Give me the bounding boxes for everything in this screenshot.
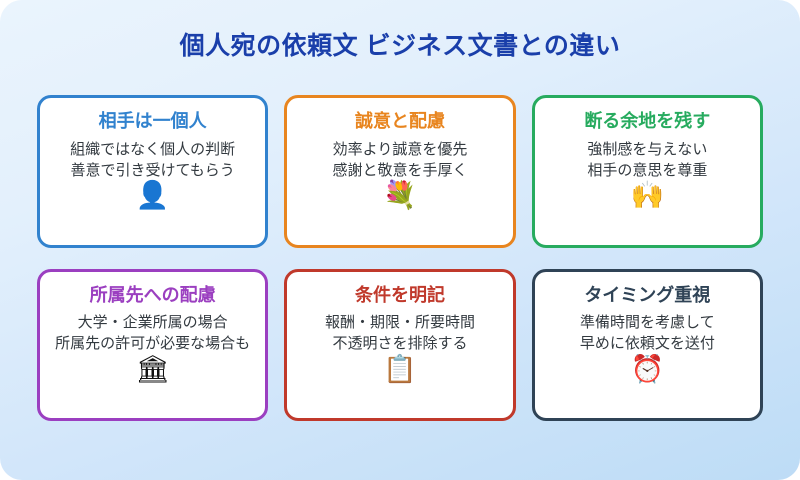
card-body-line-1: 大学・企業所属の場合 — [77, 314, 228, 332]
classical-building-icon: 🏛 — [135, 353, 170, 384]
card-body-line-2: 所属先の許可が必要な場合も — [55, 335, 251, 353]
card-body-line-2: 相手の意思を尊重 — [587, 161, 708, 179]
card-jouken-wo-meiki: 条件を明記 報酬・期限・所要時間 不透明さを排除する 📋 — [284, 268, 516, 421]
card-grid: 相手は一個人 組織ではなく個人の判断 善意で引き受けてもらう 👤 誠意と配慮 効… — [37, 95, 763, 421]
card-seii-to-hairyo: 誠意と配慮 効率より誠意を優先 感謝と敬意を手厚く 💐 — [284, 95, 516, 248]
card-body-line-2: 感謝と敬意を手厚く — [332, 161, 468, 179]
card-body-line-1: 報酬・期限・所要時間 — [324, 314, 475, 332]
card-body-line-2: 早めに依頼文を送付 — [579, 335, 715, 353]
card-shozokusaki-heno-hairyo: 所属先への配慮 大学・企業所属の場合 所属先の許可が必要な場合も 🏛 — [37, 268, 269, 421]
alarm-clock-icon: ⏰ — [630, 353, 665, 384]
card-body-line-2: 不透明さを排除する — [332, 335, 468, 353]
card-title: 条件を明記 — [354, 284, 445, 305]
card-body: 準備時間を考慮して 早めに依頼文を送付 — [580, 312, 715, 355]
card-aite-wa-ikkojin: 相手は一個人 組織ではなく個人の判断 善意で引き受けてもらう 👤 — [37, 95, 269, 248]
card-body: 効率より誠意を優先 感謝と敬意を手厚く — [332, 139, 467, 182]
card-timing-juushi: タイミング重視 準備時間を考慮して 早めに依頼文を送付 ⏰ — [531, 268, 763, 421]
card-body-line-2: 善意で引き受けてもらう — [70, 161, 235, 179]
page-title: 個人宛の依頼文 ビジネス文書との違い — [179, 32, 621, 60]
card-body: 報酬・期限・所要時間 不透明さを排除する — [325, 312, 475, 355]
card-body-line-1: 効率より誠意を優先 — [332, 140, 468, 158]
card-kotowaru-yochi-wo-nokosu: 断る余地を残す 強制感を与えない 相手の意思を尊重 🙌 — [531, 95, 763, 248]
card-body: 組織ではなく個人の判断 善意で引き受けてもらう — [70, 139, 235, 182]
card-title: 誠意と配慮 — [354, 111, 445, 131]
card-body: 強制感を与えない 相手の意思を尊重 — [587, 139, 707, 182]
card-title: 断る余地を残す — [584, 111, 711, 131]
card-title: 相手は一個人 — [98, 111, 207, 131]
open-hands-icon: 🙌 — [630, 180, 665, 211]
card-body-line-1: 強制感を与えない — [587, 140, 708, 158]
card-body-line-1: 組織ではなく個人の判断 — [70, 140, 236, 158]
person-icon: 👤 — [135, 180, 170, 211]
card-title: 所属先への配慮 — [89, 284, 216, 305]
card-body-line-1: 準備時間を考慮して — [580, 314, 715, 332]
card-title: タイミング重視 — [584, 284, 711, 305]
clipboard-icon: 📋 — [383, 353, 417, 384]
card-body: 大学・企業所属の場合 所属先の許可が必要な場合も — [55, 312, 250, 355]
bouquet-icon: 💐 — [383, 180, 417, 211]
